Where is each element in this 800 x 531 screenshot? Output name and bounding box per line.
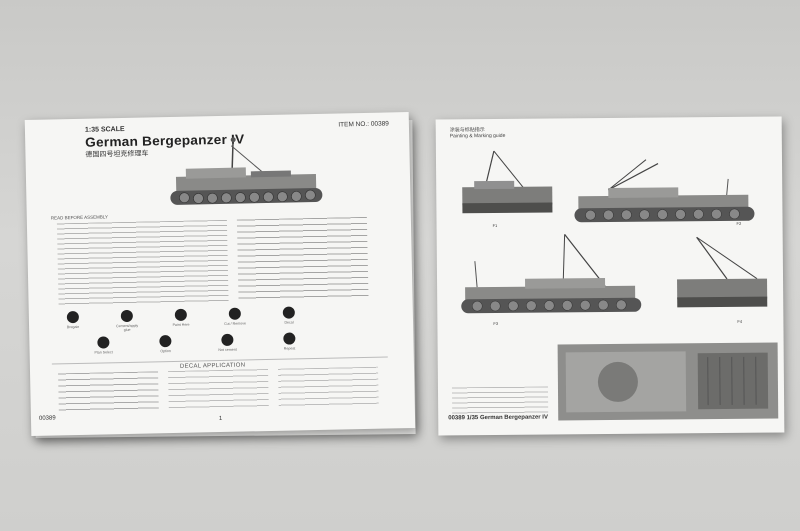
chinese-instructions bbox=[236, 216, 369, 302]
tank-view-rear bbox=[677, 236, 768, 308]
model-title-chinese: 德国四号坦克修理车 bbox=[85, 150, 149, 159]
view-tag: F3 bbox=[493, 320, 499, 327]
header-english: Painting & Marking guide bbox=[449, 132, 506, 140]
glue-icon bbox=[120, 309, 133, 323]
paint-reference-chart bbox=[451, 386, 549, 418]
legend-item: Cement/apply glue bbox=[113, 309, 141, 333]
view-tag: F1 bbox=[492, 222, 498, 229]
legend-item: Not cement bbox=[213, 333, 241, 353]
instruction-cover-page: 1:35 SCALE German Bergepanzer IV 德国四号坦克修… bbox=[24, 112, 416, 436]
english-instructions bbox=[56, 219, 229, 306]
plan-icon bbox=[97, 336, 110, 349]
footer-code: 00389 bbox=[38, 415, 56, 422]
before-assembly-heading: READ BEFORE ASSEMBLY bbox=[50, 214, 109, 221]
decal-icon bbox=[282, 306, 295, 319]
legend-item: Paint Here bbox=[167, 308, 195, 332]
tank-view-side-left bbox=[461, 234, 642, 314]
decal-instructions-chinese bbox=[58, 371, 159, 414]
legend-item: Repeat bbox=[275, 332, 303, 351]
page-number: 1 bbox=[218, 415, 223, 423]
tank-illustration bbox=[170, 137, 323, 205]
legend-item: Decal bbox=[275, 306, 303, 329]
tank-view-front bbox=[462, 150, 553, 214]
legend-item: Cut / Remove bbox=[221, 307, 249, 330]
painting-guide-header: 涂装与标贴指示 Painting & Marking guide bbox=[450, 127, 506, 139]
tank-view-side bbox=[574, 159, 755, 223]
painting-guide-page: 涂装与标贴指示 Painting & Marking guide bbox=[435, 116, 785, 436]
question-icon bbox=[159, 335, 172, 348]
view-tag: F2 bbox=[736, 220, 742, 226]
painting-guide-footer: 00389 1/35 German Bergepanzer IV bbox=[448, 414, 548, 422]
view-tag: F4 bbox=[737, 318, 743, 324]
legend-item: Bregain bbox=[59, 310, 87, 334]
cut-icon bbox=[228, 307, 241, 320]
no-glue-icon bbox=[221, 333, 234, 346]
symbol-legend-row-1: Bregain Cement/apply glue Paint Here Cut… bbox=[59, 306, 303, 333]
brush-icon bbox=[174, 308, 187, 321]
legend-item: Plan Select bbox=[89, 336, 117, 355]
symbol-legend-row-2: Plan Select Option Not cement Repeat bbox=[89, 332, 303, 355]
repeat-icon bbox=[283, 332, 296, 345]
decal-instructions-notes bbox=[277, 366, 379, 409]
scale-label: 1:35 SCALE bbox=[84, 125, 125, 134]
tank-view-top bbox=[557, 342, 779, 421]
item-number: ITEM NO.: 00389 bbox=[338, 120, 389, 129]
legend-item: Option bbox=[151, 335, 179, 354]
decal-instructions-steps bbox=[168, 369, 269, 412]
scissors-icon bbox=[66, 310, 79, 324]
